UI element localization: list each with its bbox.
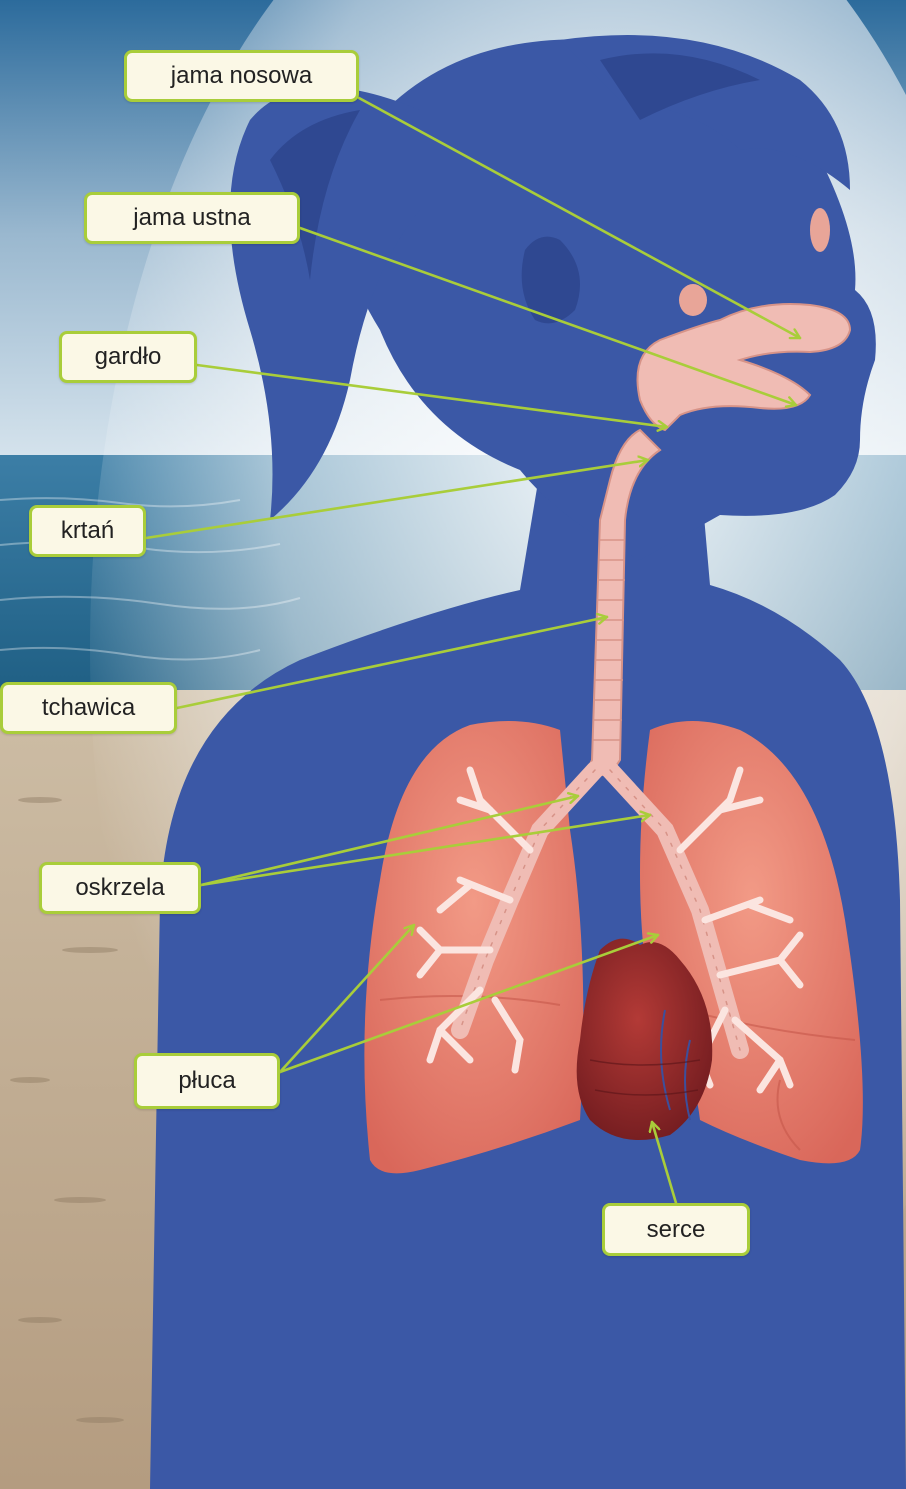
label-throat: gardło xyxy=(59,331,197,383)
label-bronchi: oskrzela xyxy=(39,862,201,914)
label-lungs: płuca xyxy=(134,1053,280,1109)
label-trachea: tchawica xyxy=(0,682,177,734)
label-oral-cavity: jama ustna xyxy=(84,192,300,244)
label-larynx: krtań xyxy=(29,505,146,557)
label-nasal-cavity: jama nosowa xyxy=(124,50,359,102)
label-heart: serce xyxy=(602,1203,750,1256)
